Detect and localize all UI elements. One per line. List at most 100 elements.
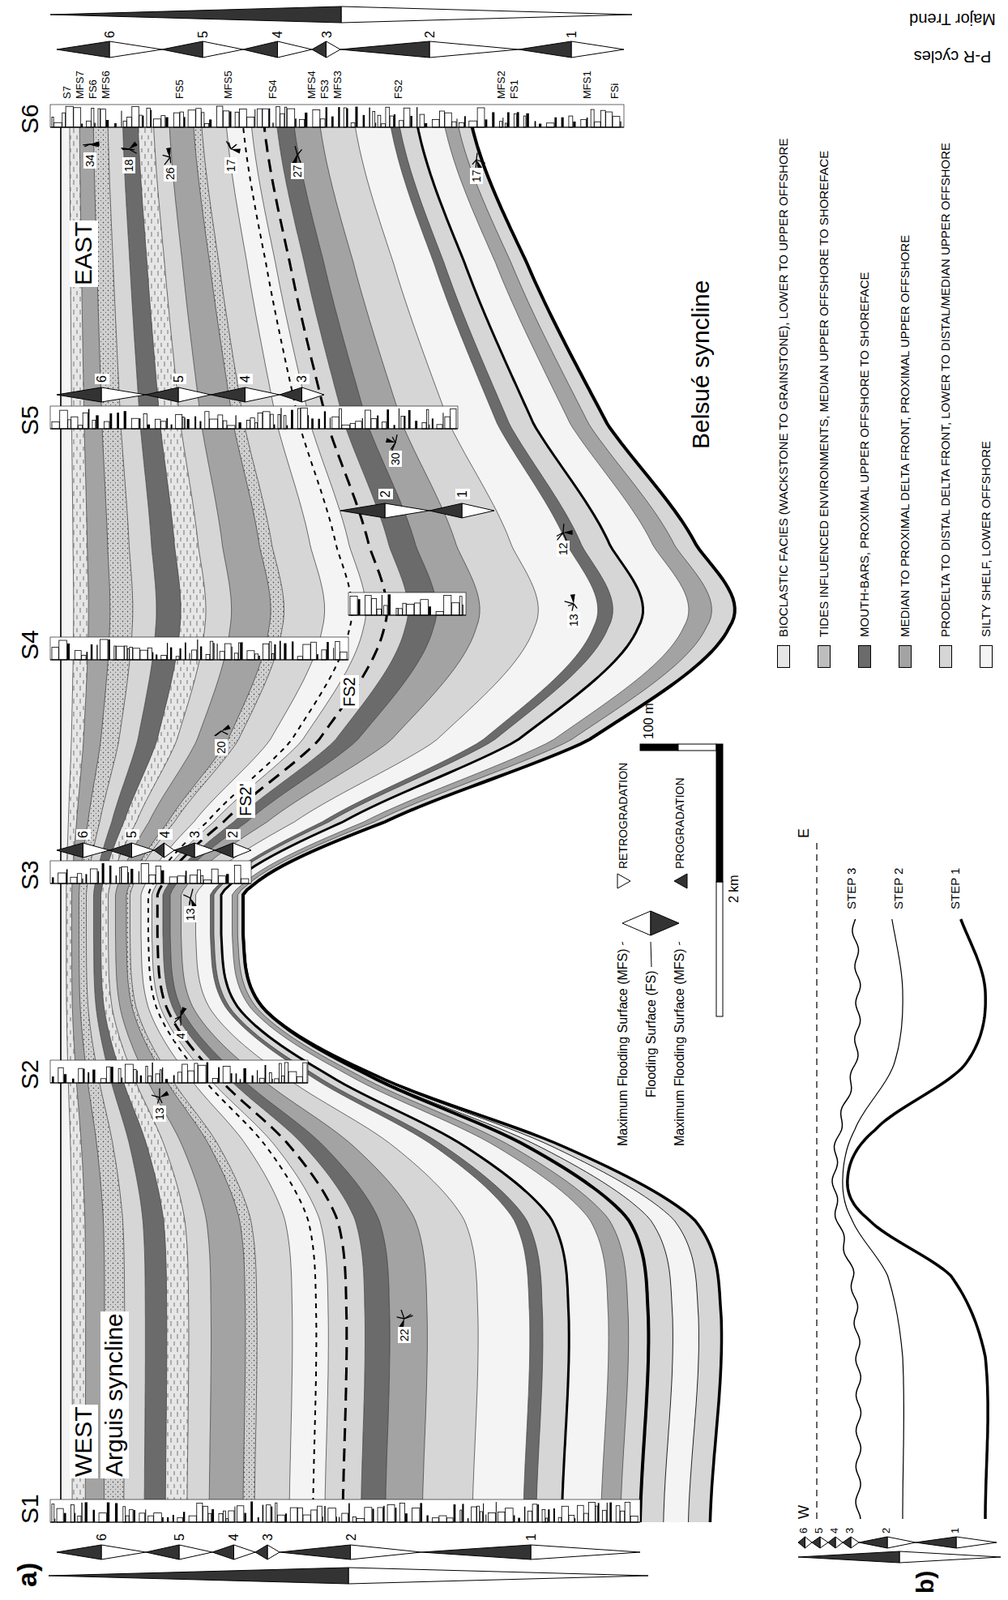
cycle-number: 2 (422, 30, 438, 39)
log-column (50, 405, 458, 429)
log-bed (111, 1066, 114, 1083)
log-bed (90, 644, 93, 660)
log-bed (262, 411, 270, 429)
log-bed (212, 1077, 218, 1083)
paleocurrent-spoke (564, 601, 574, 604)
log-bed (154, 418, 161, 429)
log-bed (393, 114, 396, 128)
pr-cycle-progradation (279, 1544, 351, 1559)
log-bed (129, 646, 133, 660)
log-bed (54, 1518, 56, 1522)
log-bed (83, 1068, 86, 1083)
log-bed (234, 865, 241, 884)
paleocurrent-count: 12 (556, 540, 570, 557)
pr-cycle-retrogradation (384, 503, 430, 518)
paleocurrent-spoke (230, 144, 237, 150)
log-bed (420, 599, 428, 616)
log-bed (161, 115, 166, 128)
log-bed (337, 106, 340, 128)
log-bed (482, 1503, 484, 1522)
log-bed (106, 1066, 111, 1083)
pr-cycle-progradation (842, 1536, 851, 1548)
pr-cycle-progradation (174, 842, 195, 858)
paleocurrent-wedge (230, 149, 241, 154)
log-bed (66, 868, 69, 884)
log-bed (416, 106, 418, 128)
paleocurrent-spoke (84, 144, 90, 147)
log-bed (166, 1516, 169, 1522)
log-bed (100, 109, 106, 128)
log-bed (350, 123, 355, 128)
log-bed (115, 875, 118, 884)
log-bed (336, 1516, 338, 1522)
log-bed (404, 415, 406, 429)
log-bed (507, 112, 510, 128)
log-bed (619, 1510, 624, 1522)
paleocurrent-spoke (174, 1016, 181, 1023)
log-bed (363, 115, 366, 128)
log-bed (502, 117, 504, 128)
paleocurrent-wedge (159, 1090, 170, 1098)
log-bed (262, 643, 269, 660)
log-bed (196, 108, 201, 128)
log-bed (121, 866, 128, 884)
log-bed (224, 643, 231, 660)
paleocurrent-spoke (228, 142, 231, 150)
pr-cycle-retrogradation (164, 842, 176, 858)
log-bed (145, 1508, 146, 1522)
log-bed (338, 1516, 340, 1522)
paleocurrent-spoke (179, 1016, 181, 1026)
pr-cycle-retrogradation (956, 1536, 997, 1548)
pr-cycle-retrogradation (350, 1544, 423, 1559)
log-bed (332, 416, 339, 429)
log-bed (398, 608, 403, 616)
log-bed (272, 122, 274, 128)
log-bed (341, 1512, 349, 1522)
log-bed (222, 111, 229, 128)
legend-swatch (979, 644, 993, 668)
log-bed (532, 1503, 538, 1522)
log-bed (183, 116, 186, 128)
log-bed (218, 1512, 223, 1522)
log-bed (58, 872, 67, 884)
log-bed (335, 640, 340, 660)
log-bed (365, 410, 372, 429)
log-bed (87, 1072, 90, 1083)
paleocurrent-spoke (221, 730, 228, 735)
section-name: S6 (16, 103, 45, 134)
log-bed (341, 424, 351, 429)
log-bed (269, 641, 272, 660)
scale-bar (716, 743, 723, 882)
log-bed (381, 594, 383, 616)
log-bed (194, 1063, 198, 1083)
log-bed (200, 645, 202, 660)
side-label: E (795, 828, 813, 838)
log-column (50, 860, 252, 884)
surface-name: MFS5 (222, 70, 235, 99)
log-column (50, 636, 349, 660)
log-bed (385, 106, 390, 128)
log-bed (262, 108, 270, 128)
log-bed (211, 1508, 214, 1522)
log-bed (124, 1063, 133, 1083)
log-bed (325, 106, 328, 128)
log-bed (431, 1517, 439, 1522)
log-bed (194, 416, 197, 429)
log-bed (469, 120, 478, 128)
pr-cycle-progradation (162, 41, 203, 58)
log-bed (271, 653, 274, 660)
log-bed (257, 413, 263, 429)
log-bed (594, 121, 601, 128)
log-bed (172, 1514, 175, 1522)
log-bed (106, 119, 109, 128)
pr-cycle-retrogradation (835, 1536, 843, 1548)
log-bed (250, 418, 255, 429)
surface-name: MFS1 (581, 70, 594, 99)
log-bed (81, 123, 83, 128)
paleocurrent-count: 34 (83, 152, 97, 169)
log-bed (92, 419, 96, 429)
log-bed (206, 1062, 210, 1083)
log-bed (202, 1505, 208, 1522)
paleocurrent-spoke (159, 1097, 163, 1103)
pr-cycle-retrogradation (178, 387, 211, 402)
